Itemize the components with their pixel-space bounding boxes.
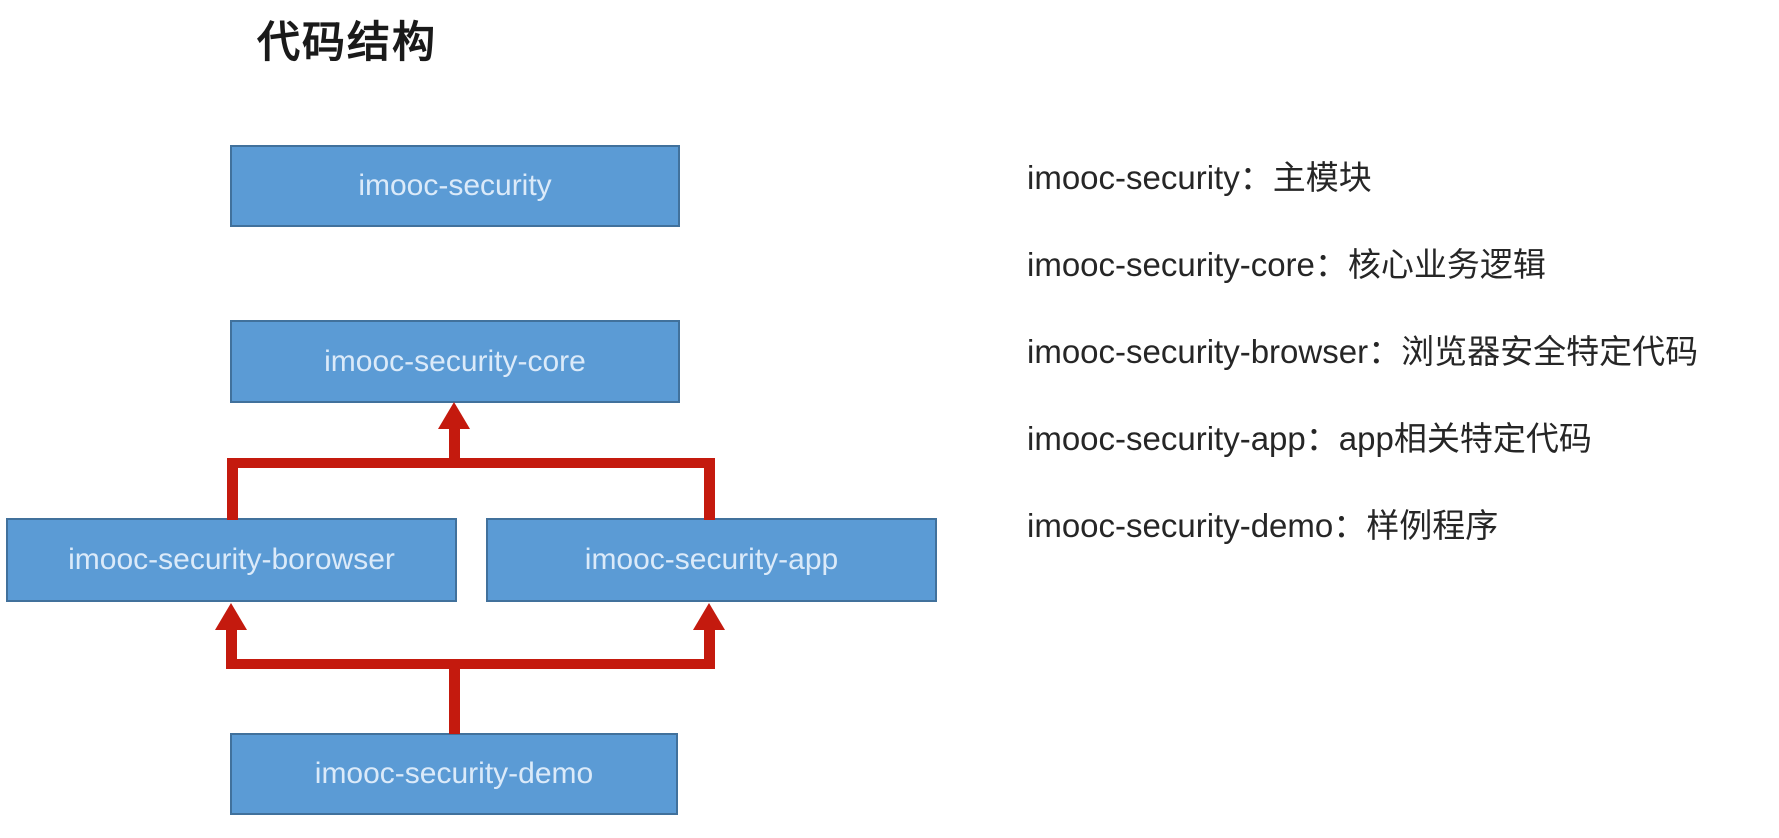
arrow-from-demo-stem (449, 659, 460, 734)
legend-item-imooc-security-app: imooc-security-app：app相关特定代码 (1027, 420, 1592, 457)
legend-item-imooc-security-demo: imooc-security-demo：样例程序 (1027, 507, 1499, 544)
module-box-imooc-security-borowser: imooc-security-borowser (6, 518, 457, 602)
page-title: 代码结构 (257, 19, 437, 67)
legend-item-imooc-security-core: imooc-security-core：核心业务逻辑 (1027, 246, 1546, 283)
connector-lower-horizontal-line (226, 659, 715, 669)
connector-upper-horizontal-line (227, 458, 715, 468)
module-box-imooc-security-app: imooc-security-app (486, 518, 937, 602)
module-box-imooc-security-core: imooc-security-core (230, 320, 680, 403)
arrow-to-app-arrowhead-icon (693, 603, 725, 630)
module-box-imooc-security: imooc-security (230, 145, 680, 227)
arrow-to-app-stem (704, 628, 715, 669)
arrow-to-browser-arrowhead-icon (215, 603, 247, 630)
arrow-to-browser-stem (226, 628, 237, 669)
arrow-to-core-stem (449, 427, 460, 468)
legend-item-imooc-security-browser: imooc-security-browser：浏览器安全特定代码 (1027, 333, 1699, 370)
connector-upper-right-drop-line (704, 458, 715, 520)
module-box-imooc-security-demo: imooc-security-demo (230, 733, 678, 815)
connector-upper-left-drop-line (227, 458, 238, 520)
arrow-to-core-arrowhead-icon (438, 402, 470, 429)
legend-item-imooc-security: imooc-security：主模块 (1027, 159, 1372, 196)
